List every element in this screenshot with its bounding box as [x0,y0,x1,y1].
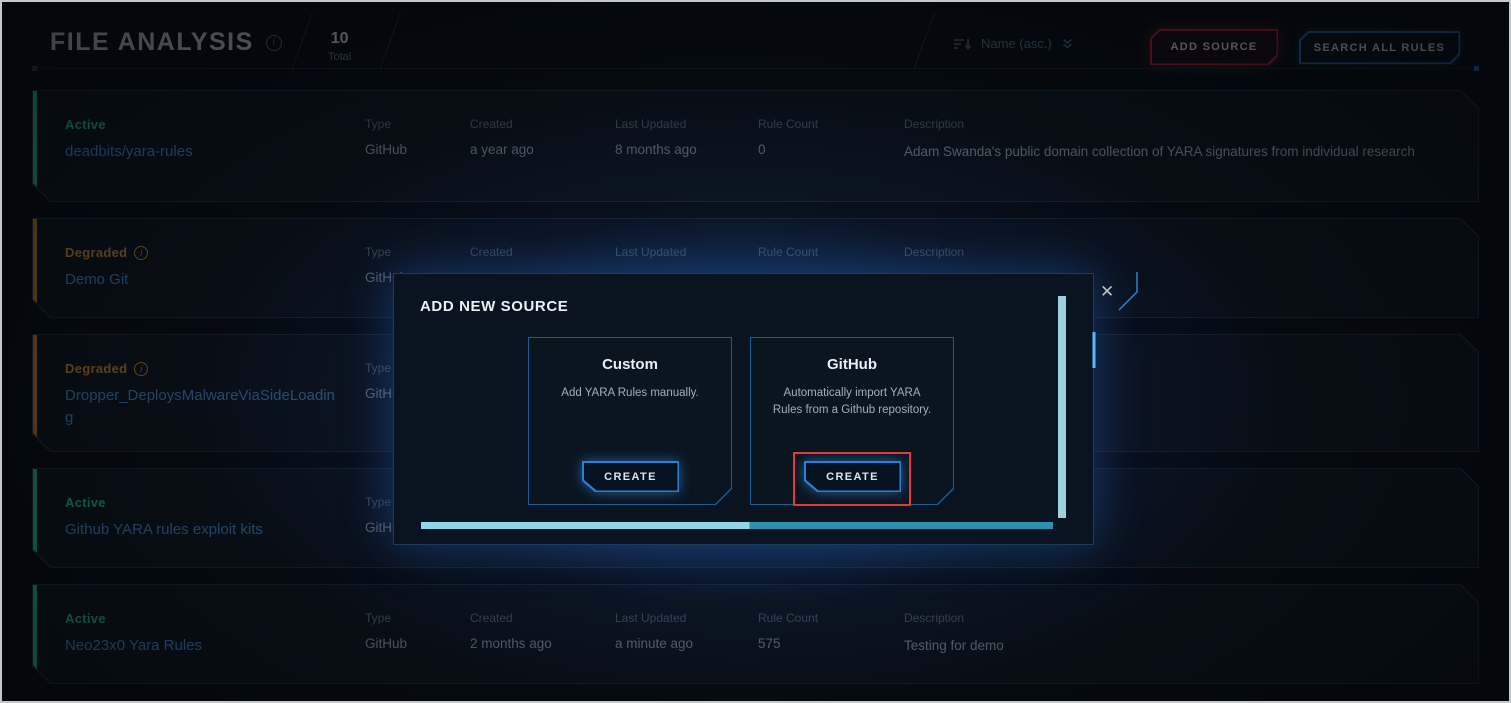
custom-source-card: Custom Add YARA Rules manually. CREATE [528,337,732,505]
modal-title: ADD NEW SOURCE [420,298,569,315]
vertical-scrollbar[interactable] [1058,296,1066,518]
horizontal-scrollbar[interactable] [421,522,1053,529]
card-description: Add YARA Rules manually. [561,387,699,399]
github-source-card: GitHub Automatically import YARA Rules f… [750,337,954,505]
create-custom-button[interactable]: CREATE [582,461,679,492]
card-title: GitHub [827,356,877,373]
create-github-button[interactable]: CREATE [804,461,901,492]
card-title: Custom [602,356,658,373]
card-description: Automatically import YARA Rules from a G… [772,387,932,416]
add-new-source-modal: ADD NEW SOURCE ✕ Custom Add YARA Rules m… [393,272,1138,545]
close-icon[interactable]: ✕ [1100,282,1115,301]
